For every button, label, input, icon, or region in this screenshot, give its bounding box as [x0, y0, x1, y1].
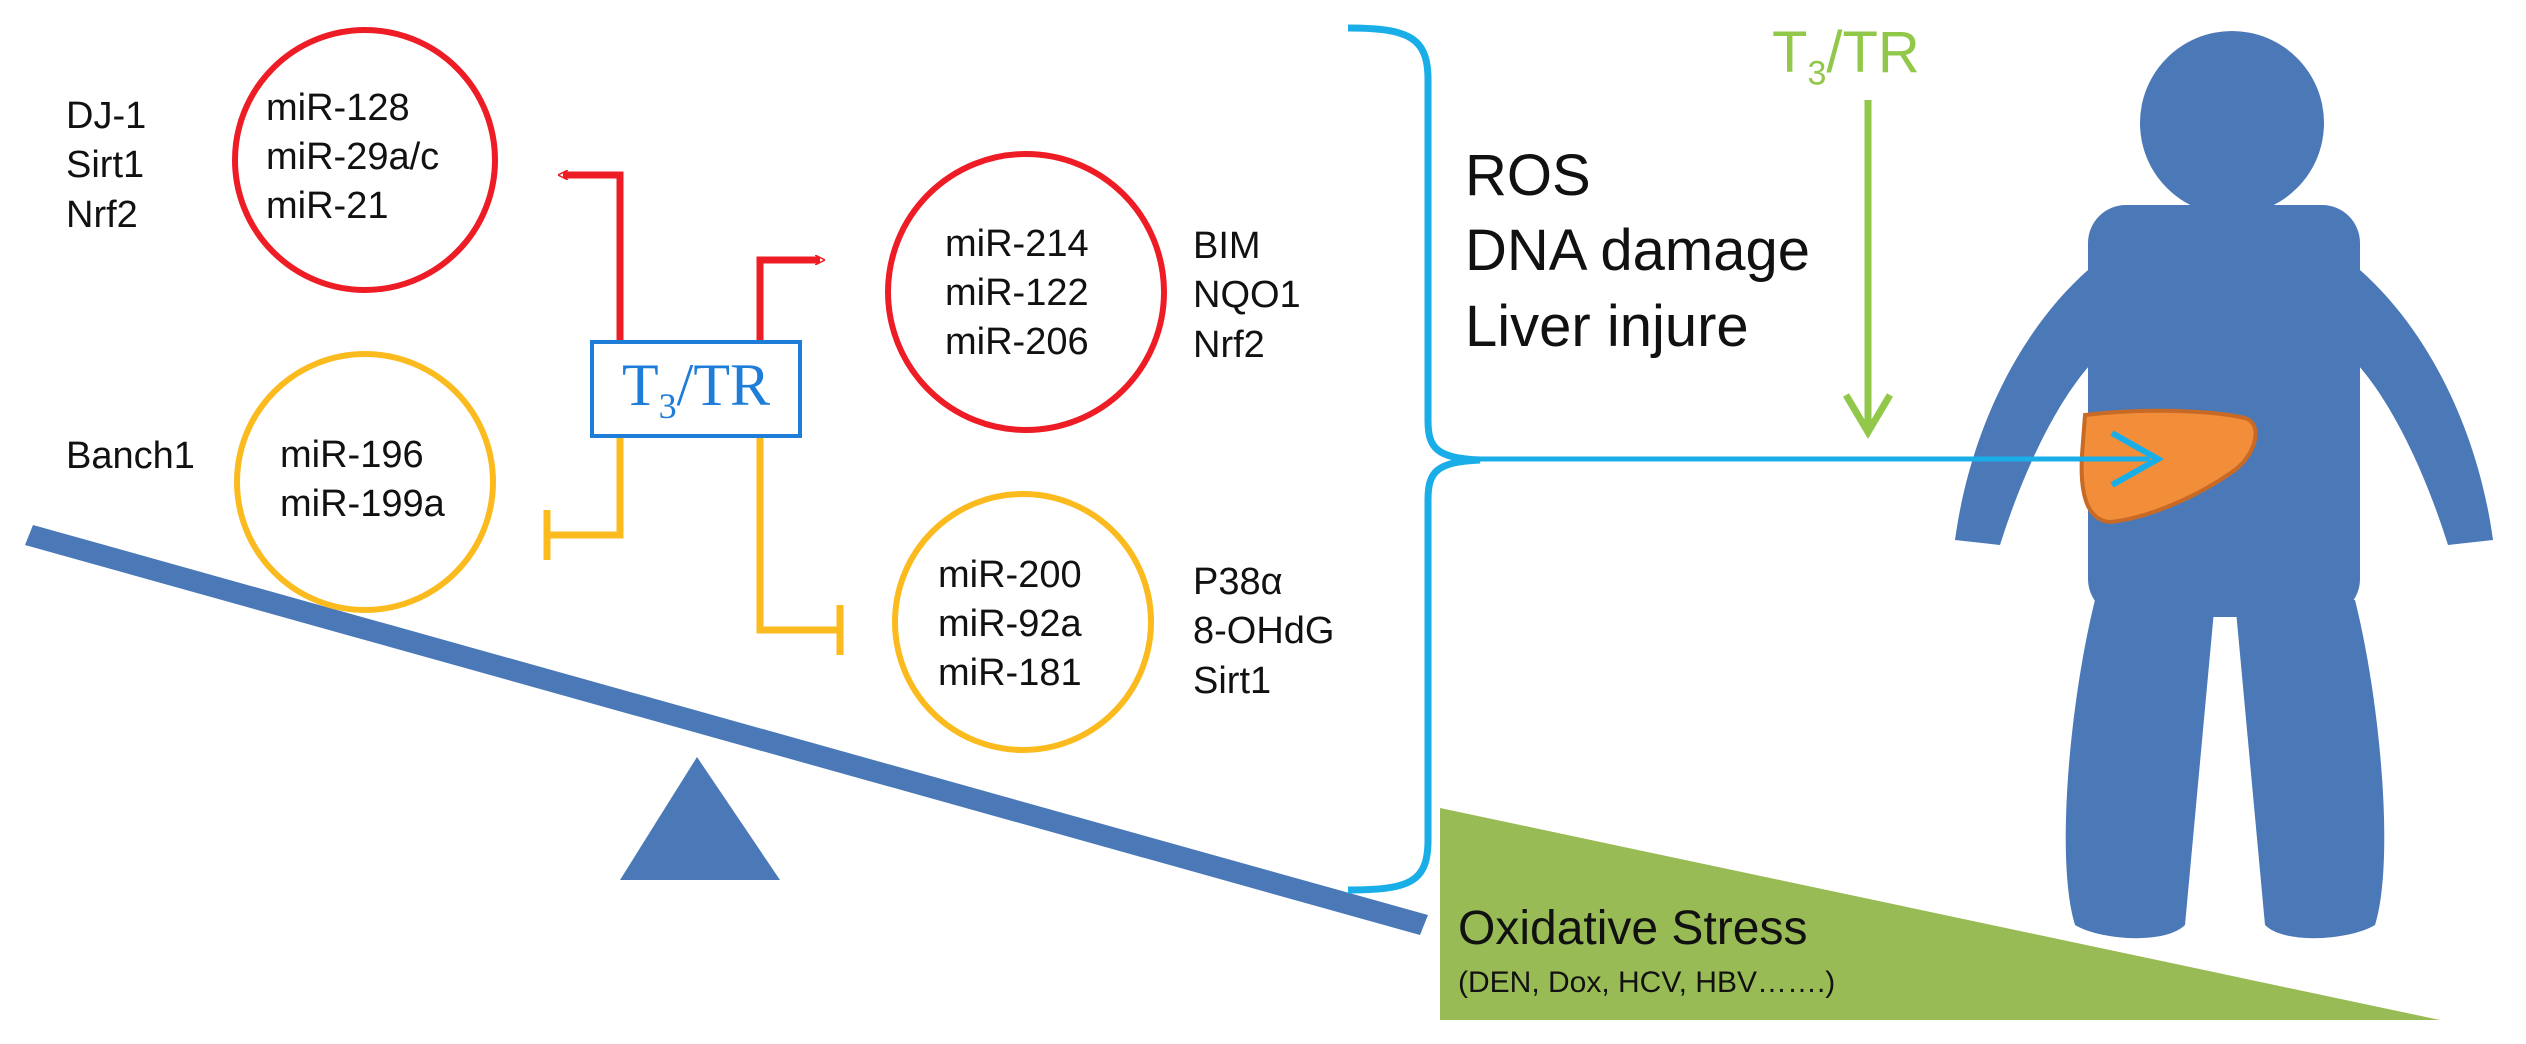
t3tr-center-label: T3/TR	[622, 352, 770, 426]
outcome-item: ROS	[1465, 143, 1591, 208]
human-figure	[1955, 31, 2493, 939]
t3tr-to-liver-arrowhead	[1842, 393, 1894, 439]
upregulated-mirna-circle-right	[885, 151, 1167, 433]
upregulated-mirna-circle-left	[232, 27, 498, 293]
upregulated-left-mirnas: miR-128 miR-29a/c miR-21	[266, 89, 439, 225]
oxidative-stress-title: Oxidative Stress	[1458, 902, 1808, 955]
inhibited-right-genes: P38α 8-OHdG Sirt1	[1193, 558, 1334, 706]
mirna-label: miR-214	[945, 223, 1089, 265]
inhibited-left-genes: Banch1	[66, 432, 195, 481]
inhibited-mirna-circle-right	[892, 491, 1154, 753]
mirna-label: miR-128	[266, 87, 410, 129]
gene-label: Nrf2	[66, 193, 138, 236]
mirna-label: miR-29a/c	[266, 136, 440, 178]
gene-label: Banch1	[66, 435, 195, 477]
mirna-label: miR-199a	[280, 483, 445, 525]
gene-label: 8-OHdG	[1193, 610, 1335, 653]
gene-label: Sirt1	[66, 144, 145, 187]
gene-label: NQO1	[1193, 274, 1301, 317]
outcome-item: DNA damage	[1465, 218, 1810, 284]
upregulated-right-genes: BIM NQO1 Nrf2	[1193, 222, 1301, 370]
oxidative-stress-sources: (DEN, Dox, HCV, HBV…….)	[1458, 966, 1836, 999]
activation-arrow-left	[563, 175, 624, 340]
t3tr-center-box: T3/TR	[590, 340, 802, 438]
mirna-label: miR-200	[938, 554, 1082, 596]
upregulated-right-mirnas: miR-214 miR-122 miR-206	[945, 225, 1089, 361]
outcome-to-liver-arrowhead	[2110, 430, 2165, 488]
mirna-label: miR-206	[945, 321, 1089, 363]
inhibited-mirna-circle-left	[234, 351, 496, 613]
outcome-item: Liver injure	[1465, 293, 1749, 359]
gene-label: P38α	[1193, 561, 1283, 603]
outcome-list: ROS DNA damage Liver injure	[1465, 138, 1810, 364]
mirna-label: miR-196	[280, 434, 424, 476]
mirna-label: miR-181	[938, 652, 1082, 694]
seesaw-beam	[25, 525, 1428, 935]
gene-label: BIM	[1193, 225, 1261, 267]
upregulated-left-genes: DJ-1 Sirt1 Nrf2	[66, 92, 146, 240]
gene-label: Nrf2	[1193, 323, 1265, 366]
oxidative-stress-wedge	[1440, 808, 2440, 1020]
outcome-bracket	[1347, 24, 1481, 894]
gene-label: DJ-1	[66, 95, 147, 137]
inhibition-line-left	[547, 438, 624, 539]
seesaw-fulcrum	[620, 757, 780, 880]
mirna-label: miR-21	[266, 185, 389, 227]
mirna-label: miR-92a	[938, 603, 1082, 645]
activation-arrow-right	[756, 260, 820, 340]
inhibited-left-mirnas: miR-196 miR-199a	[280, 436, 445, 523]
mirna-label: miR-122	[945, 272, 1089, 314]
gene-label: Sirt1	[1193, 659, 1272, 702]
inhibited-right-mirnas: miR-200 miR-92a miR-181	[938, 556, 1082, 692]
t3tr-top-label: T3/TR	[1772, 20, 1920, 93]
inhibition-line-right	[756, 438, 840, 634]
